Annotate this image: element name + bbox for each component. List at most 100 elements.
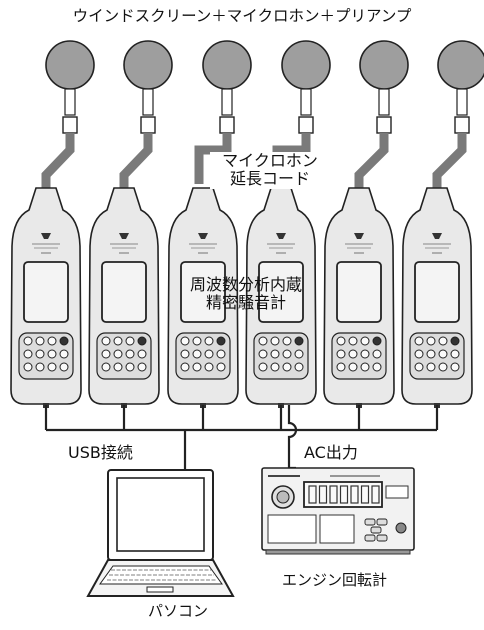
meter-button-icon: [372, 362, 382, 372]
extension-cord-label-line2: 延長コード: [229, 169, 310, 189]
meter-button-icon: [414, 349, 424, 359]
meter-button-icon: [414, 362, 424, 372]
meter-button-icon: [35, 349, 45, 359]
windscreen-icon: [123, 40, 173, 90]
microphone-stem: [456, 88, 468, 116]
meter-button-icon: [204, 349, 214, 359]
microphone-assembly-1: [41, 40, 95, 188]
meter-button-icon: [426, 349, 436, 359]
brand-logo-icon: [432, 233, 442, 239]
microphone-stem: [300, 88, 312, 116]
preamp-connector: [140, 116, 156, 134]
meter-button-icon: [450, 349, 460, 359]
meter-button-icon: [137, 336, 147, 346]
windscreen-icon: [45, 40, 95, 90]
microphone-stem: [64, 88, 76, 116]
meter-button-icon: [348, 349, 358, 359]
meter-button-icon: [294, 336, 304, 346]
tachometer-digit: [308, 485, 317, 504]
meter-keypad: [253, 332, 309, 380]
meter-button-icon: [35, 362, 45, 372]
meter-button-icon: [216, 336, 226, 346]
brand-logo-icon: [354, 233, 364, 239]
meter-button-icon: [101, 336, 111, 346]
microphone-cable: [194, 133, 232, 184]
meter-button-icon: [294, 349, 304, 359]
meter-button-icon: [47, 349, 57, 359]
tachometer-digit: [339, 485, 349, 504]
tachometer-label: エンジン回転計: [282, 571, 388, 589]
tachometer-unit-box: [385, 485, 409, 499]
microphone-stem: [221, 88, 233, 116]
meter-button-icon: [336, 349, 346, 359]
ac-line-path: [287, 405, 298, 470]
meter-button-icon: [204, 362, 214, 372]
meter-button-icon: [258, 349, 268, 359]
meter-button-icon: [113, 362, 123, 372]
microphone-assembly-3: [194, 40, 252, 184]
usb-bus: [44, 405, 439, 470]
sound-level-meter-2: [88, 187, 160, 408]
meter-button-icon: [438, 362, 448, 372]
meter-keypad: [175, 332, 231, 380]
meter-button-icon: [282, 362, 292, 372]
meter-button-icon: [23, 336, 33, 346]
meter-button-icon: [372, 349, 382, 359]
tachometer-button-icon: [376, 534, 388, 542]
windscreen-icon: [359, 40, 409, 90]
meter-button-icon: [270, 336, 280, 346]
meter-button-icon: [450, 336, 460, 346]
meter-button-icon: [414, 336, 424, 346]
meter-button-icon: [23, 349, 33, 359]
sound-level-meter-3: [167, 187, 239, 408]
sound-level-meter-6: [401, 187, 473, 408]
brand-logo-icon: [198, 233, 208, 239]
meter-button-icon: [23, 362, 33, 372]
microphone-cable: [119, 133, 153, 188]
meter-button-icon: [282, 336, 292, 346]
meter-button-icon: [450, 362, 460, 372]
meter-button-icon: [125, 362, 135, 372]
windscreen-icon: [437, 40, 484, 90]
meter-button-icon: [426, 362, 436, 372]
meter-button-icon: [59, 336, 69, 346]
meter-button-icon: [125, 349, 135, 359]
brand-logo-icon: [119, 233, 129, 239]
meter-button-icon: [294, 362, 304, 372]
brand-logo-icon: [276, 233, 286, 239]
tachometer-table-mid: [319, 514, 355, 544]
microphone-stem: [142, 88, 154, 116]
tachometer-digit: [318, 485, 328, 504]
extension-cord-label-line1: マイクロホン: [222, 151, 318, 170]
meter-button-icon: [180, 349, 190, 359]
meter-button-icon: [258, 336, 268, 346]
tachometer-power-icon: [395, 522, 407, 534]
meter-display: [101, 261, 147, 323]
meter-display: [23, 261, 69, 323]
meter-display: [180, 261, 226, 323]
tachometer-table-left: [267, 514, 317, 544]
meter-display: [258, 261, 304, 323]
tachometer-digit: [329, 485, 338, 504]
meter-button-icon: [180, 362, 190, 372]
microphone-stem: [378, 88, 390, 116]
meter-keypad: [409, 332, 465, 380]
windscreen-icon: [281, 40, 331, 90]
meter-button-icon: [216, 349, 226, 359]
meter-keypad: [96, 332, 152, 380]
microphone-cable: [354, 133, 389, 188]
windscreen-icon: [202, 40, 252, 90]
microphone-assembly-4: [272, 40, 331, 184]
meter-button-icon: [137, 349, 147, 359]
meter-button-icon: [336, 362, 346, 372]
meter-button-icon: [35, 336, 45, 346]
meter-button-icon: [101, 362, 111, 372]
meter-display: [336, 261, 382, 323]
preamp-connector: [376, 116, 392, 134]
tachometer-button-icon: [364, 518, 376, 526]
meter-button-icon: [336, 336, 346, 346]
preamp-connector: [219, 116, 235, 134]
laptop-screen: [116, 477, 205, 552]
meter-keypad: [331, 332, 387, 380]
meter-button-icon: [59, 362, 69, 372]
